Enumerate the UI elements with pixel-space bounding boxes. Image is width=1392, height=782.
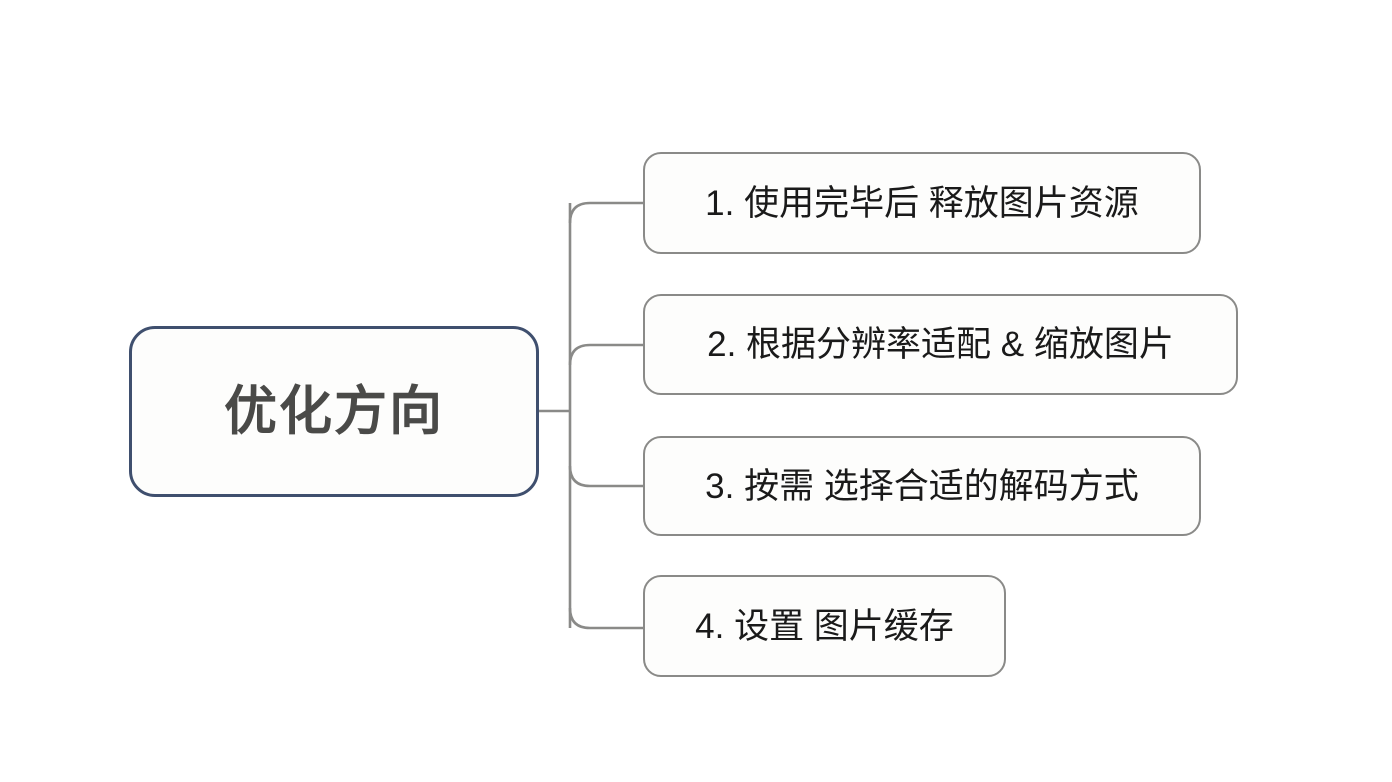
branch-node-3-label: 3. 按需 选择合适的解码方式 (705, 466, 1139, 506)
connector-branch-3 (568, 465, 643, 488)
branch-node-2-label: 2. 根据分辨率适配 & 缩放图片 (707, 325, 1174, 364)
connector-branch-1 (568, 201, 643, 224)
branch-node-4-label: 4. 设置 图片缓存 (695, 606, 954, 646)
branch-node-2[interactable]: 2. 根据分辨率适配 & 缩放图片 (643, 294, 1238, 395)
connector-branch-4 (568, 607, 643, 630)
connector-branch-2 (568, 343, 643, 366)
branch-node-4[interactable]: 4. 设置 图片缓存 (643, 575, 1006, 677)
branch-node-1-label: 1. 使用完毕后 释放图片资源 (705, 183, 1139, 223)
branch-node-3[interactable]: 3. 按需 选择合适的解码方式 (643, 436, 1201, 536)
branch-node-1[interactable]: 1. 使用完毕后 释放图片资源 (643, 152, 1201, 254)
root-node-label: 优化方向 (224, 382, 444, 441)
root-node[interactable]: 优化方向 (129, 326, 539, 497)
